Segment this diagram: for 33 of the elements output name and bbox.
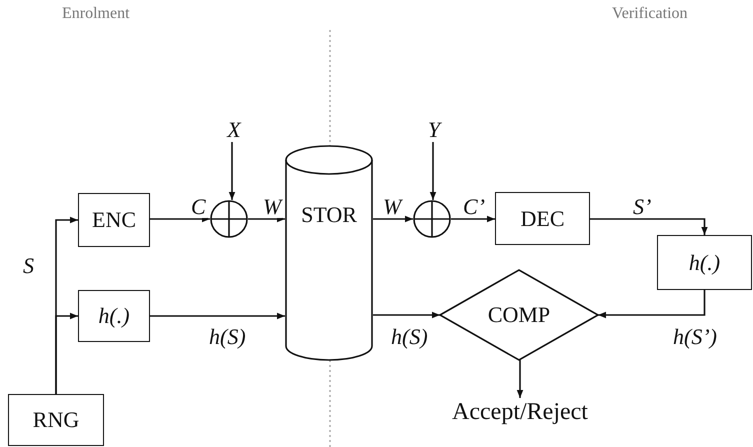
arrow: [150, 216, 210, 222]
node-text: X: [227, 119, 241, 141]
process-box: [8, 394, 104, 446]
arrow: [55, 312, 78, 394]
arrow: [150, 312, 285, 320]
arrow: [228, 142, 236, 200]
node-text: COMP: [488, 304, 550, 326]
arrow: [373, 216, 413, 222]
node-text: Accept/Reject: [452, 400, 588, 424]
node-text: ENC: [92, 209, 136, 231]
edge-label: C: [190, 196, 207, 218]
section-heading: Enrolment: [62, 6, 130, 22]
arrow: [598, 290, 706, 318]
node-text: RNG: [32, 409, 80, 431]
section-heading: Verification: [612, 6, 688, 22]
node-text: h(.): [688, 252, 720, 274]
edge-label: h(S): [390, 326, 429, 348]
edge-label: h(S’): [672, 326, 718, 348]
arrow: [430, 142, 436, 200]
arrow: [451, 216, 495, 222]
node-text: STOR: [301, 204, 357, 226]
node-text: Y: [428, 119, 440, 141]
node-text: h(.): [98, 305, 130, 327]
arrow: [248, 216, 285, 222]
process-box: [78, 193, 150, 247]
edge-label: h(S): [208, 326, 247, 348]
arrow: [373, 312, 440, 318]
arrow: [516, 360, 524, 398]
process-box: [78, 290, 150, 342]
arrow: [590, 218, 708, 235]
process-box: [657, 235, 752, 290]
node-text: DEC: [520, 208, 564, 230]
process-box: [495, 192, 590, 245]
